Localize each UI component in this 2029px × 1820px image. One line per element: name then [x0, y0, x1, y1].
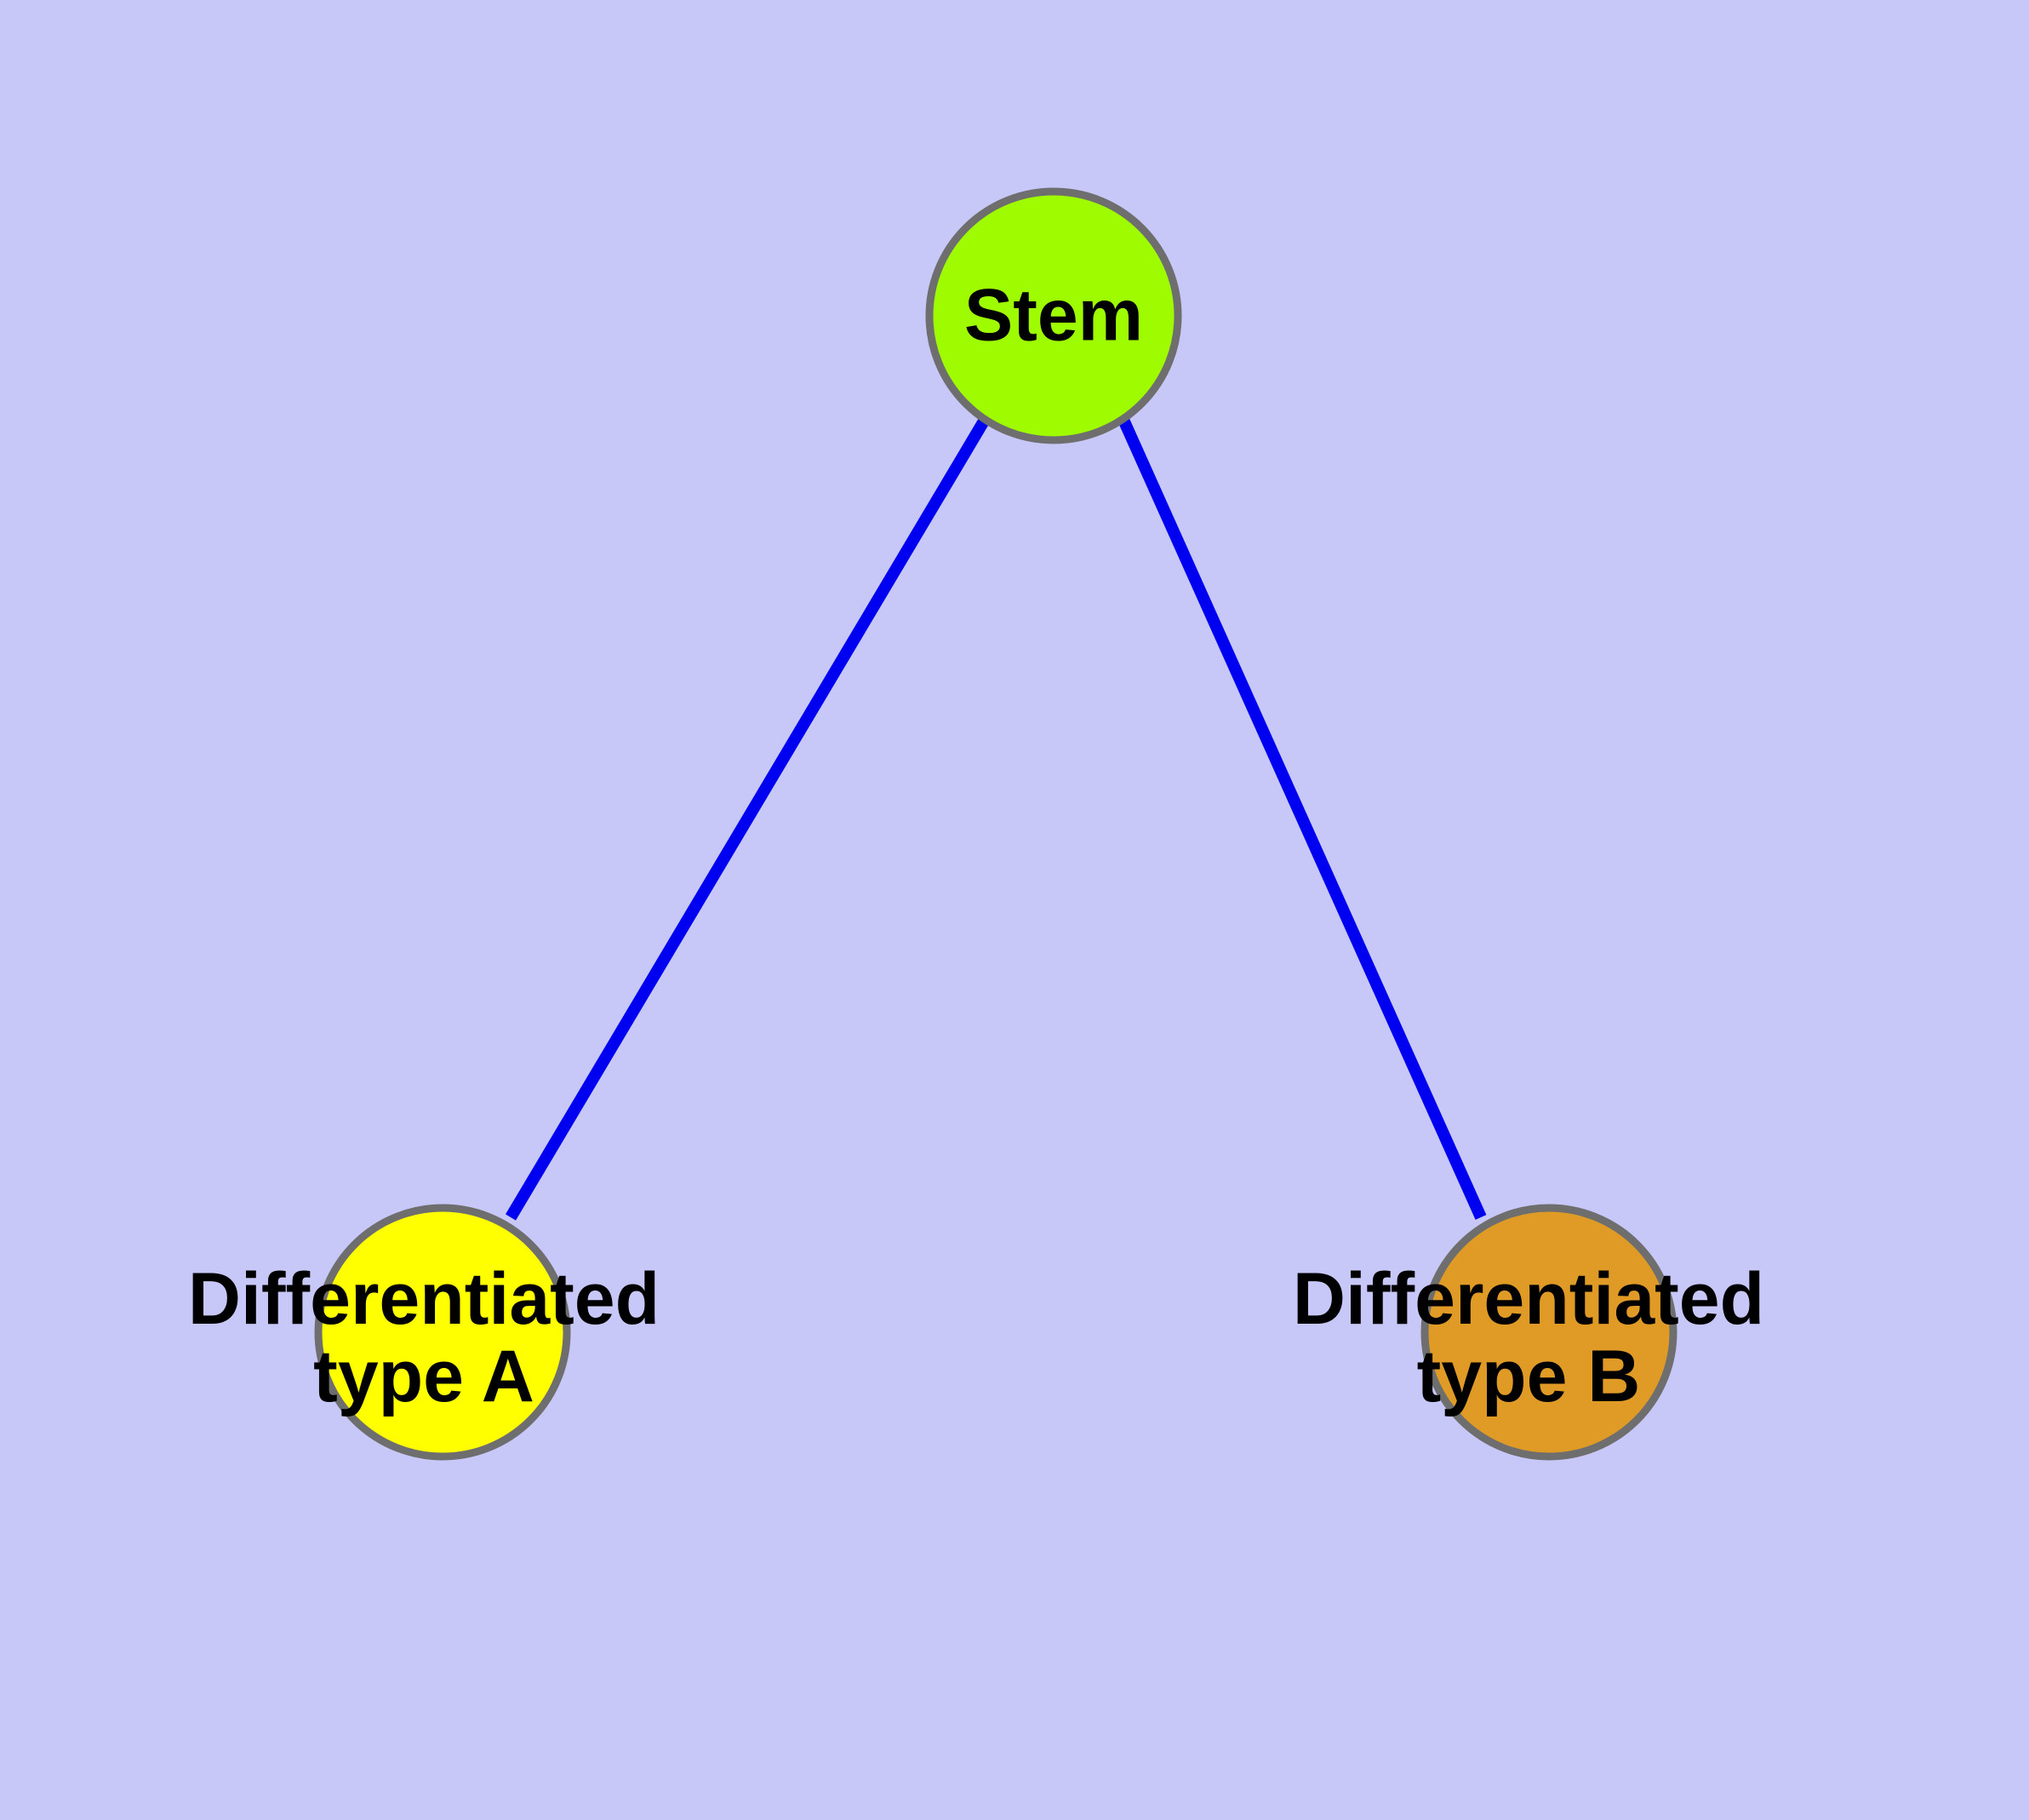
graph-edge-stem-to-diff_b	[1117, 417, 1487, 1220]
edge-layer	[505, 416, 1487, 1221]
graph-node-diff_a[interactable]	[314, 1204, 571, 1461]
graph-node-diff_b[interactable]	[1420, 1204, 1677, 1461]
graph-node-stem[interactable]	[925, 187, 1182, 444]
node-layer	[314, 187, 1677, 1461]
graph-edge-stem-to-diff_a	[505, 416, 991, 1221]
